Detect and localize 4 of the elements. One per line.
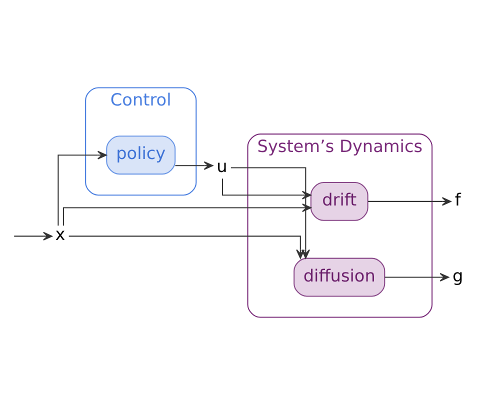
node-text: g [452, 264, 463, 285]
node-text: u [216, 155, 227, 176]
node-text: f [454, 188, 460, 209]
node-text: x [54, 224, 65, 244]
